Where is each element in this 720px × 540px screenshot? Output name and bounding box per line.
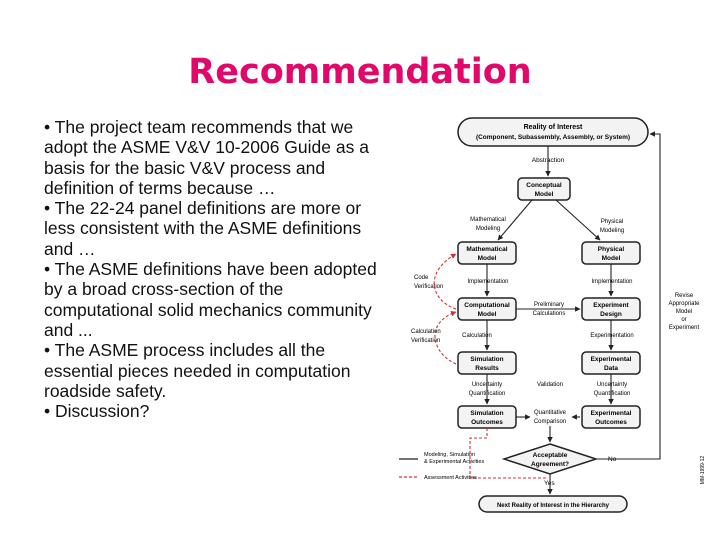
- svg-text:or: or: [681, 317, 686, 323]
- svg-text:Reality of Interest: Reality of Interest: [524, 124, 583, 131]
- experimental-outcomes-box: Experimental Outcomes: [581, 405, 641, 429]
- svg-text:(Component, Subassembly, Assem: (Component, Subassembly, Assembly, or Sy…: [476, 134, 630, 141]
- svg-text:Physical: Physical: [601, 219, 623, 225]
- svg-text:Simulation: Simulation: [470, 410, 503, 417]
- implementation-right-label: Implementation: [591, 279, 632, 285]
- acceptable-agreement-diamond: Acceptable Agreement?: [501, 443, 599, 475]
- svg-text:Verification: Verification: [411, 338, 440, 344]
- bullet-item: • Discussion?: [44, 401, 150, 422]
- legend: Modeling, Simulation & Experimental Acti…: [399, 452, 484, 481]
- reality-of-interest-box: Reality of Interest (Component, Subassem…: [457, 117, 649, 147]
- math-modeling-label: Mathematical Modeling: [470, 217, 506, 232]
- svg-text:Modeling, Simulation: Modeling, Simulation: [424, 452, 475, 458]
- assessment-arrows: [433, 253, 548, 479]
- svg-text:Modeling: Modeling: [600, 228, 624, 234]
- svg-text:Next Reality of Interest in th: Next Reality of Interest in the Hierarch…: [497, 503, 610, 509]
- bullet-item: • The ASME process includes all the esse…: [44, 340, 351, 401]
- slide-title: Recommendation: [188, 52, 532, 92]
- next-reality-box: Next Reality of Interest in the Hierarch…: [478, 495, 628, 513]
- svg-text:Acceptable: Acceptable: [533, 452, 568, 459]
- svg-text:Experimental: Experimental: [591, 410, 632, 417]
- figure-id: MM-1999-12: [700, 456, 706, 485]
- validation-label: Validation: [537, 382, 563, 388]
- svg-text:Data: Data: [604, 365, 618, 372]
- svg-text:Appropriate: Appropriate: [668, 301, 700, 307]
- bullet-item: • The ASME definitions have been adopted…: [44, 259, 377, 340]
- svg-text:Mathematical: Mathematical: [466, 246, 507, 253]
- mathematical-model-box: Mathematical Model: [457, 241, 517, 265]
- svg-text:Agreement?: Agreement?: [531, 461, 569, 468]
- svg-text:Uncertainty: Uncertainty: [597, 382, 627, 388]
- svg-text:Model: Model: [478, 255, 497, 262]
- svg-text:& Experimental Activities: & Experimental Activities: [424, 459, 484, 465]
- svg-text:Preliminary: Preliminary: [534, 302, 564, 308]
- svg-text:Simulation: Simulation: [470, 356, 503, 363]
- calculation-verification-label: Calculation Verification: [411, 329, 441, 344]
- bullet-list: • The project team recommends that we ad…: [44, 117, 394, 421]
- vv-process-diagram: Reality of Interest (Component, Subassem…: [399, 117, 706, 513]
- svg-text:Mathematical: Mathematical: [470, 217, 506, 223]
- svg-text:Conceptual: Conceptual: [526, 182, 562, 189]
- svg-text:Calculations: Calculations: [533, 311, 566, 317]
- svg-text:Assessment Activities: Assessment Activities: [424, 475, 477, 481]
- svg-text:Experimental: Experimental: [591, 356, 632, 363]
- svg-text:Code: Code: [414, 275, 429, 281]
- implementation-left-label: Implementation: [467, 279, 508, 285]
- preliminary-calculations-label: Preliminary Calculations: [533, 302, 566, 317]
- svg-text:Verification: Verification: [414, 284, 443, 290]
- simulation-outcomes-box: Simulation Outcomes: [457, 405, 517, 429]
- calculation-label: Calculation: [462, 333, 492, 339]
- svg-text:Computational: Computational: [464, 302, 510, 309]
- experimentation-label: Experimentation: [590, 333, 633, 339]
- svg-text:Physical: Physical: [598, 246, 625, 253]
- svg-text:Experiment: Experiment: [669, 325, 700, 331]
- code-verification-label: Code Verification: [414, 275, 443, 290]
- bullet-item: • The 22-24 panel definitions are more o…: [44, 198, 362, 259]
- bullet-item: • The project team recommends that we ad…: [44, 117, 369, 198]
- computational-model-box: Computational Model: [457, 297, 517, 321]
- svg-text:Results: Results: [475, 365, 499, 372]
- svg-text:Design: Design: [600, 311, 622, 318]
- process-arrows: [484, 131, 661, 495]
- quantitative-comparison-label: Quantitative Comparison: [534, 410, 567, 425]
- svg-text:Experiment: Experiment: [593, 302, 629, 309]
- svg-text:Calculation: Calculation: [411, 329, 441, 335]
- svg-text:Quantitative: Quantitative: [534, 410, 567, 416]
- experimental-data-box: Experimental Data: [581, 351, 641, 375]
- svg-text:Modeling: Modeling: [476, 226, 500, 232]
- svg-text:Model: Model: [602, 255, 621, 262]
- svg-text:Model: Model: [478, 311, 497, 318]
- physical-modeling-label: Physical Modeling: [600, 219, 624, 234]
- experiment-design-box: Experiment Design: [581, 297, 641, 321]
- svg-text:Quantification: Quantification: [594, 391, 631, 397]
- conceptual-model-box: Conceptual Model: [517, 177, 571, 201]
- svg-text:Outcomes: Outcomes: [471, 419, 503, 426]
- revise-label: Revise Appropriate Model or Experiment: [668, 293, 700, 331]
- uncertainty-quantification-right-label: Uncertainty Quantification: [594, 382, 631, 397]
- physical-model-box: Physical Model: [581, 241, 641, 265]
- svg-text:Model: Model: [676, 309, 692, 315]
- svg-text:Model: Model: [535, 191, 554, 198]
- svg-text:Outcomes: Outcomes: [595, 419, 627, 426]
- simulation-results-box: Simulation Results: [457, 351, 517, 375]
- svg-text:Comparison: Comparison: [534, 419, 566, 425]
- svg-text:Revise: Revise: [675, 293, 694, 299]
